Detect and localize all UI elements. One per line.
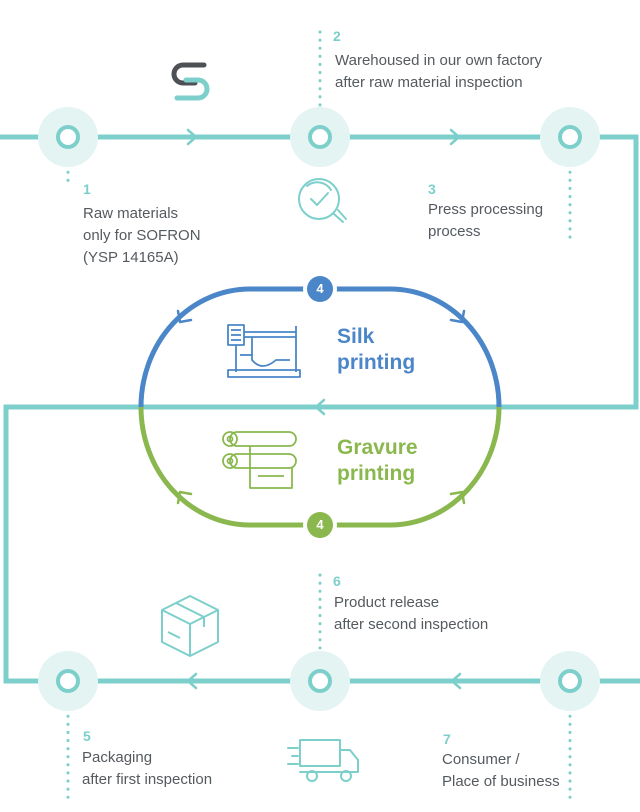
badge-step4-bottom bbox=[303, 508, 337, 542]
arrow-right-icon bbox=[186, 128, 198, 146]
step6-line1: Product release bbox=[334, 594, 440, 611]
node-step7 bbox=[540, 651, 600, 711]
loop-arrow-icon bbox=[176, 490, 193, 505]
step2-label: Warehoused in our own factory after raw … bbox=[335, 50, 542, 94]
step2-number: 2 bbox=[333, 28, 341, 44]
step6-label: Product release after second inspection bbox=[334, 592, 488, 636]
silk-line2: printing bbox=[337, 351, 416, 374]
gravure-printing-label: Gravure printing bbox=[337, 435, 418, 487]
node-step6 bbox=[290, 651, 350, 711]
step6-line2: after second inspection bbox=[334, 616, 489, 633]
node-step1 bbox=[38, 107, 98, 167]
magnifier-check-icon bbox=[298, 178, 347, 223]
loop-arrow-icon bbox=[176, 309, 193, 324]
step7-label: Consumer / Place of business bbox=[442, 749, 560, 793]
loop-arrow-icon bbox=[449, 490, 466, 505]
step3-line1: Press processing bbox=[428, 201, 544, 218]
arrow-left-icon bbox=[314, 398, 326, 416]
step1-number: 1 bbox=[83, 181, 91, 197]
step5-line1: Packaging bbox=[82, 749, 153, 766]
silk-screen-printing-machine-icon bbox=[227, 324, 301, 378]
delivery-truck-icon bbox=[287, 739, 359, 782]
node-step3 bbox=[540, 107, 600, 167]
sofron-s-logo-icon bbox=[171, 62, 210, 101]
gravure-roller-icon bbox=[222, 431, 297, 489]
step7-line2: Place of business bbox=[442, 773, 560, 790]
step1-line2: only for SOFRON bbox=[83, 227, 201, 244]
step5-line2: after first inspection bbox=[82, 771, 213, 788]
arrow-left-icon bbox=[186, 672, 198, 690]
step6-number: 6 bbox=[333, 573, 341, 589]
step1-line3: (YSP 14165A) bbox=[83, 249, 179, 266]
step4-top-number: 4 bbox=[316, 281, 324, 296]
silk-printing-label: Silk printing bbox=[337, 324, 415, 376]
gravure-line2: printing bbox=[337, 462, 416, 485]
silk-line1: Silk bbox=[337, 325, 375, 348]
gravure-line1: Gravure bbox=[337, 436, 418, 459]
gravure-loop-path bbox=[138, 406, 502, 528]
node-step5 bbox=[38, 651, 98, 711]
step5-number: 5 bbox=[83, 728, 91, 744]
step3-line2: process bbox=[428, 223, 481, 240]
step7-number: 7 bbox=[443, 731, 451, 747]
step2-line1: Warehoused in our own factory bbox=[335, 52, 543, 69]
step2-line2: after raw material inspection bbox=[335, 74, 523, 91]
arrow-right-icon bbox=[449, 128, 461, 146]
step3-label: Press processing process bbox=[428, 199, 543, 243]
arrow-left-icon bbox=[450, 672, 462, 690]
silk-loop-path bbox=[138, 286, 502, 408]
flow-path bbox=[0, 134, 640, 684]
step3-number: 3 bbox=[428, 181, 436, 197]
node-step2 bbox=[290, 107, 350, 167]
package-box-icon bbox=[161, 595, 219, 657]
step5-label: Packaging after first inspection bbox=[82, 747, 212, 791]
step7-line1: Consumer / bbox=[442, 751, 520, 768]
badge-step4-top bbox=[303, 272, 337, 306]
loop-arrow-icon bbox=[449, 309, 466, 324]
step1-label: Raw materials only for SOFRON (YSP 14165… bbox=[83, 203, 201, 269]
step1-line1: Raw materials bbox=[83, 205, 179, 222]
step4-bottom-number: 4 bbox=[316, 517, 324, 532]
